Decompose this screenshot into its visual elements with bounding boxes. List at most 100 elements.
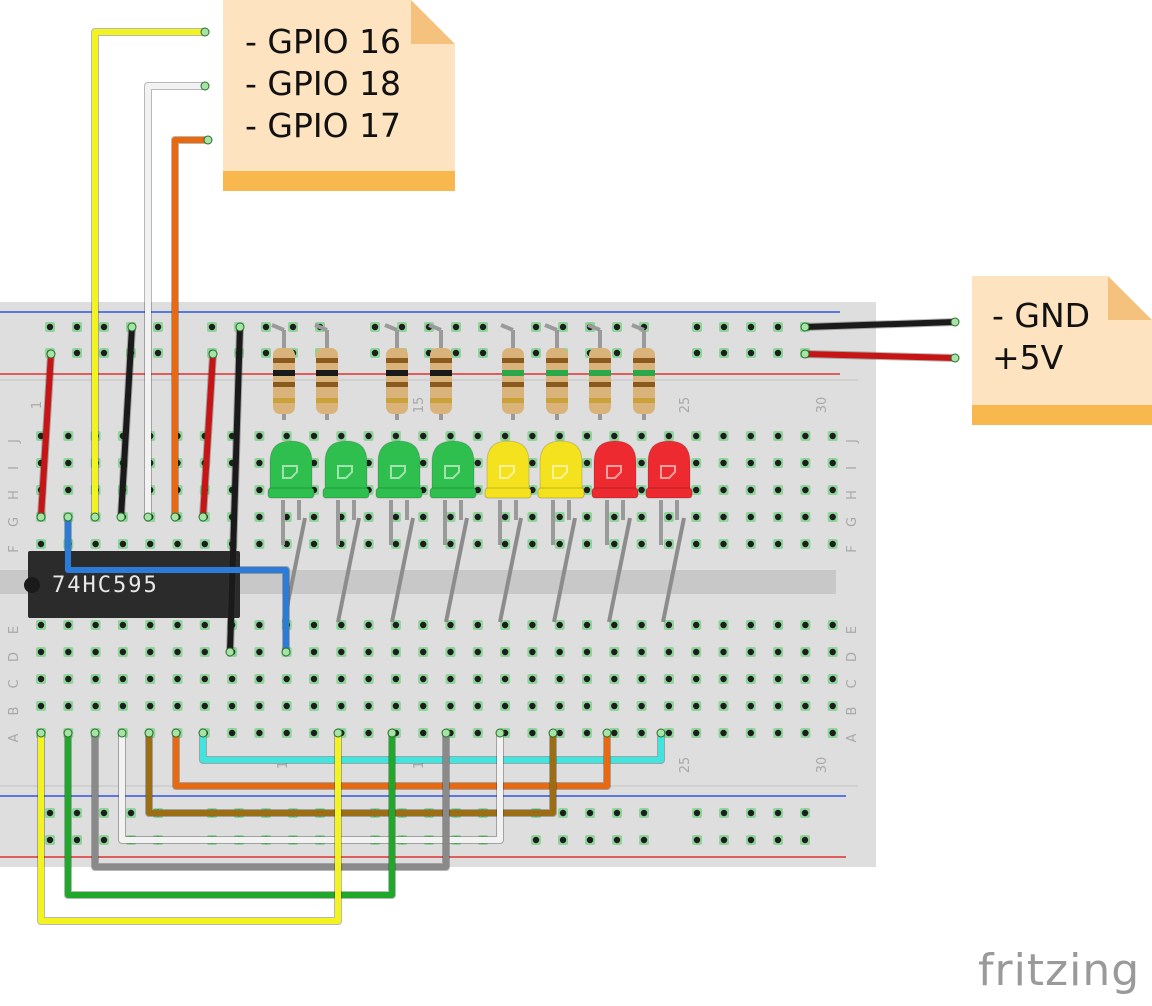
resistor-body bbox=[430, 348, 452, 414]
hole bbox=[802, 459, 809, 467]
hole bbox=[256, 729, 263, 737]
led-highlight bbox=[499, 465, 515, 479]
hole bbox=[747, 459, 754, 467]
resistor-band bbox=[502, 370, 524, 376]
resistor-band bbox=[633, 358, 655, 363]
hole bbox=[365, 675, 372, 683]
hole bbox=[529, 432, 536, 440]
hole bbox=[119, 621, 127, 629]
hole bbox=[611, 432, 618, 440]
hole bbox=[774, 349, 782, 357]
gnd-strap-1-end bbox=[127, 322, 137, 332]
hole bbox=[720, 809, 728, 817]
hole bbox=[529, 702, 536, 710]
green-output-wire-end bbox=[387, 728, 397, 738]
hole bbox=[398, 323, 406, 331]
led-yellow bbox=[537, 440, 585, 623]
gpio16-wire bbox=[92, 29, 208, 520]
hole bbox=[256, 702, 263, 710]
hole bbox=[638, 621, 645, 629]
hole bbox=[256, 513, 263, 521]
hole bbox=[747, 486, 754, 494]
led-rim bbox=[537, 487, 585, 499]
hole bbox=[37, 432, 45, 440]
hole bbox=[532, 323, 540, 331]
gnd-wire bbox=[802, 319, 958, 330]
hole bbox=[65, 675, 72, 683]
hole bbox=[583, 702, 591, 710]
hole bbox=[720, 621, 727, 629]
resistor-body bbox=[273, 348, 295, 414]
resistor-band bbox=[273, 398, 295, 403]
hole bbox=[310, 513, 318, 521]
vcc-wire bbox=[802, 351, 958, 361]
hole bbox=[310, 702, 318, 710]
resistor-lead bbox=[314, 323, 328, 332]
hole bbox=[365, 432, 372, 440]
hole bbox=[774, 702, 782, 710]
hole bbox=[802, 432, 809, 440]
hole bbox=[310, 675, 318, 683]
hole bbox=[720, 432, 727, 440]
hole bbox=[693, 513, 700, 521]
hole bbox=[310, 621, 318, 629]
led-leg-long bbox=[390, 517, 415, 623]
resistor-band bbox=[589, 370, 611, 376]
hole bbox=[720, 675, 727, 683]
hole bbox=[92, 675, 99, 683]
hole bbox=[693, 349, 701, 357]
hole bbox=[420, 702, 427, 710]
led-leg-long bbox=[607, 517, 632, 623]
hole bbox=[174, 540, 181, 548]
led-red bbox=[645, 440, 693, 623]
hole bbox=[310, 432, 318, 440]
hole bbox=[613, 323, 621, 331]
resistor-band bbox=[502, 398, 524, 403]
hole bbox=[256, 621, 263, 629]
hole bbox=[392, 432, 400, 440]
hole bbox=[501, 675, 509, 683]
hole bbox=[829, 648, 836, 656]
hole bbox=[583, 486, 591, 494]
hole bbox=[583, 513, 591, 521]
hole bbox=[665, 540, 673, 548]
vcc-strap-2-end bbox=[208, 349, 218, 359]
hole bbox=[559, 809, 567, 817]
gnd-strap-1-end bbox=[116, 512, 126, 522]
orange-output-wire-end bbox=[602, 728, 612, 738]
row-letter: I bbox=[845, 466, 860, 470]
hole bbox=[747, 809, 755, 817]
hole bbox=[119, 648, 127, 656]
green-output-wire bbox=[65, 730, 395, 898]
resistor-body bbox=[633, 348, 655, 414]
hole bbox=[501, 621, 509, 629]
gpio-16-label: - GPIO 16 bbox=[245, 22, 402, 61]
hole bbox=[501, 540, 509, 548]
hole bbox=[611, 540, 618, 548]
hole bbox=[693, 432, 700, 440]
led-highlight bbox=[390, 465, 406, 479]
hole bbox=[119, 540, 127, 548]
gpio-17-label: - GPIO 17 bbox=[245, 106, 402, 145]
hole bbox=[201, 702, 208, 710]
hole bbox=[256, 459, 263, 467]
resistor-band bbox=[546, 382, 568, 387]
brown-output-wire bbox=[146, 730, 556, 816]
row-letter: A bbox=[7, 733, 22, 742]
hole bbox=[586, 836, 594, 844]
white-output-wire-end bbox=[495, 728, 505, 738]
hole bbox=[611, 648, 618, 656]
hole bbox=[338, 648, 345, 656]
hole bbox=[747, 702, 754, 710]
hole bbox=[65, 486, 72, 494]
hole bbox=[174, 648, 181, 656]
resistor-band bbox=[502, 382, 524, 387]
hole bbox=[147, 540, 154, 548]
gnd-wire-end bbox=[800, 322, 810, 332]
hole bbox=[283, 432, 290, 440]
hole bbox=[447, 513, 454, 521]
hole bbox=[208, 323, 216, 331]
hole bbox=[802, 729, 809, 737]
hole bbox=[256, 675, 263, 683]
